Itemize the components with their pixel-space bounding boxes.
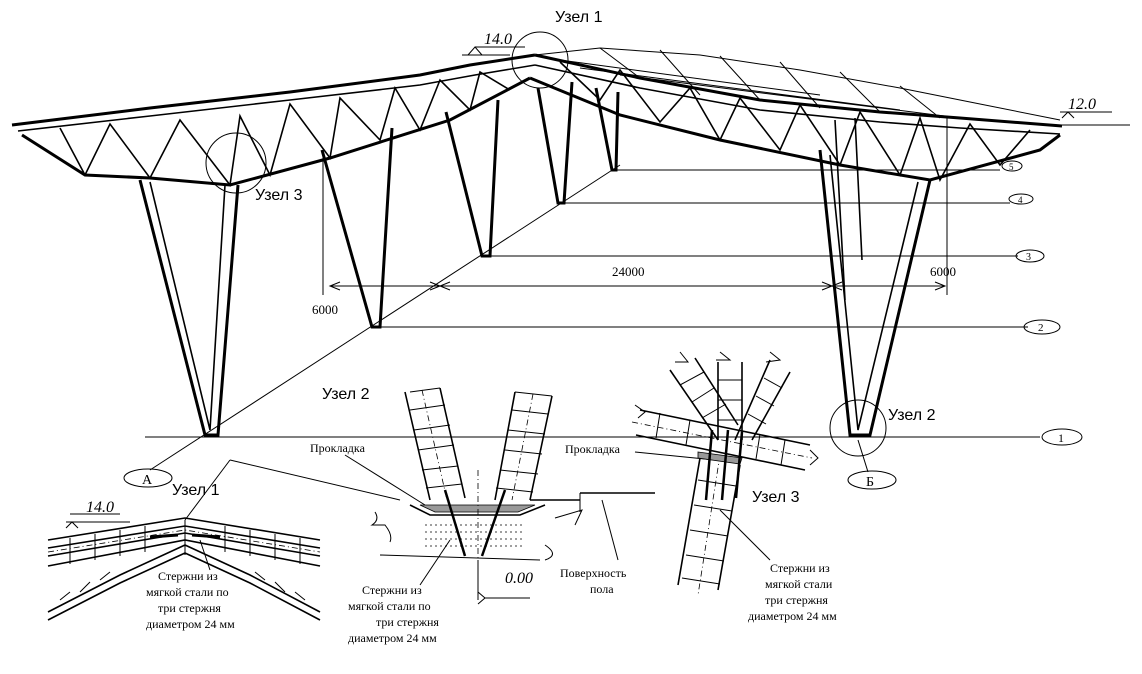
rods-node2-line4: диаметром 24 мм — [348, 631, 437, 645]
svg-text:Б: Б — [866, 475, 874, 490]
gasket-left-label: Прокладка — [310, 441, 366, 455]
axis-bubble-a: А — [123, 468, 173, 488]
axis-bubble-1: 1 — [1041, 428, 1083, 446]
axis-bubble-2: 2 — [1023, 319, 1061, 335]
svg-text:5: 5 — [1009, 162, 1014, 172]
node1-callout-circle — [511, 31, 569, 89]
rods-node1-line1: Стержни из — [158, 569, 218, 583]
node2-detail: Узел 2 Прокладка 0. — [184, 386, 655, 645]
anchor-rebar-grid — [425, 524, 525, 547]
svg-text:3: 3 — [1026, 252, 1031, 263]
rods-node2-line1: Стержни из — [362, 583, 422, 597]
node2-callout-circle — [829, 399, 887, 457]
rods-node2-line2: мягкой стали по — [348, 599, 431, 613]
floor-elevation: 0.00 — [505, 570, 533, 587]
floor-surface-line2: пола — [590, 582, 614, 596]
svg-text:А: А — [142, 473, 153, 488]
rods-node1-line2: мягкой стали по — [146, 585, 229, 599]
rods-node2-line3: три стержня — [376, 615, 439, 629]
node2-right-label: Узел 2 — [888, 407, 936, 424]
rods-node3-line1: Стержни из — [770, 561, 830, 575]
svg-text:2: 2 — [1038, 322, 1044, 334]
dimension-bay-left: 6000 — [312, 302, 338, 317]
dimension-span: 24000 — [612, 264, 645, 279]
ridge-elevation: 14.0 — [484, 31, 512, 48]
node1-detail: Узел 1 14.0 Стержни из мягкой стали по т… — [47, 482, 321, 631]
node2-left-label: Узел 2 — [322, 386, 370, 403]
axis-bubble-5: 5 — [1001, 160, 1023, 172]
node3-detail: Узел 3 Прокладка Стержни из — [565, 351, 837, 623]
rods-node3-line3: три стержня — [765, 593, 828, 607]
node3-top-label: Узел 3 — [255, 187, 303, 204]
gasket-right-label: Прокладка — [565, 442, 621, 456]
svg-text:4: 4 — [1018, 195, 1023, 205]
node1-detail-label: Узел 1 — [172, 482, 220, 499]
axis-bubble-4: 4 — [1008, 193, 1034, 205]
svg-text:1: 1 — [1058, 431, 1064, 445]
rods-node1-line4: диаметром 24 мм — [146, 617, 235, 631]
dimension-bay-right: 6000 — [930, 264, 956, 279]
axis-bubble-3: 3 — [1015, 249, 1045, 263]
node3-callout-circle — [205, 132, 267, 194]
rods-node3-line4: диаметром 24 мм — [748, 609, 837, 623]
eave-elevation: 12.0 — [1068, 96, 1096, 113]
node1-top-label: Узел 1 — [555, 9, 603, 26]
detail-ridge-elevation: 14.0 — [86, 499, 114, 516]
axis-bubble-b: Б — [847, 470, 897, 490]
floor-surface-line1: Поверхность — [560, 566, 627, 580]
node3-detail-label: Узел 3 — [752, 489, 800, 506]
main-frame-perspective: 12.0 14.0 Узел 1 Узел 3 Узел 2 24000 600… — [11, 9, 1130, 490]
rods-node3-line2: мягкой стали — [765, 577, 833, 591]
rods-node1-line3: три стержня — [158, 601, 221, 615]
